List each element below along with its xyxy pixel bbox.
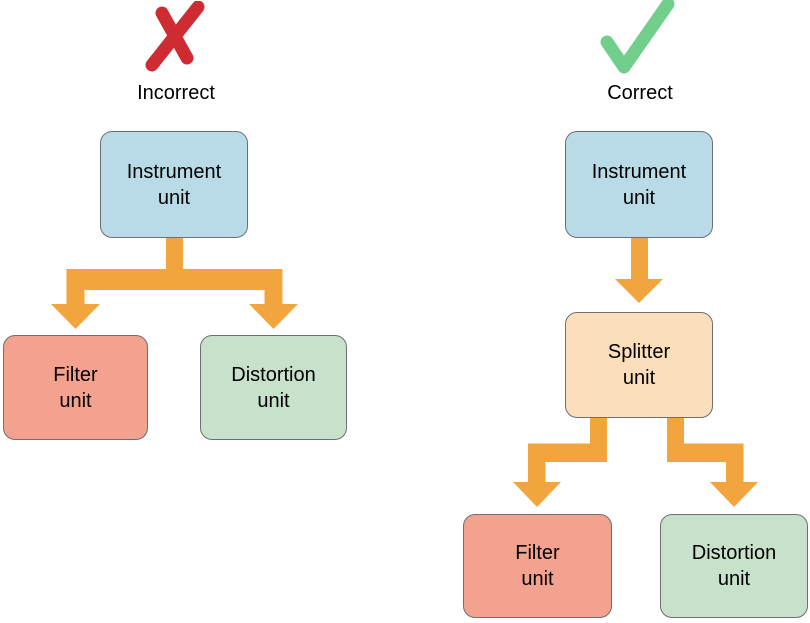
distortion-unit-box-correct: Distortion unit — [660, 514, 808, 618]
elbow-arrow-splitter-to-filter — [513, 418, 607, 507]
distortion-unit-box-incorrect: Distortion unit — [200, 335, 347, 440]
x-mark-icon — [145, 1, 205, 72]
splitter-unit-box-correct: Splitter unit — [565, 312, 713, 418]
filter-unit-box-correct: Filter unit — [463, 514, 612, 618]
correct-label: Correct — [607, 82, 673, 104]
down-arrow-instrument-to-splitter — [615, 238, 663, 303]
incorrect-label: Incorrect — [137, 82, 215, 104]
instrument-unit-box-incorrect: Instrument unit — [100, 131, 248, 238]
elbow-arrow-splitter-to-distortion — [667, 418, 758, 507]
instrument-unit-box-correct: Instrument unit — [565, 131, 713, 238]
split-arrow-incorrect — [51, 238, 298, 329]
filter-unit-box-incorrect: Filter unit — [3, 335, 148, 440]
checkmark-icon — [600, 0, 675, 74]
